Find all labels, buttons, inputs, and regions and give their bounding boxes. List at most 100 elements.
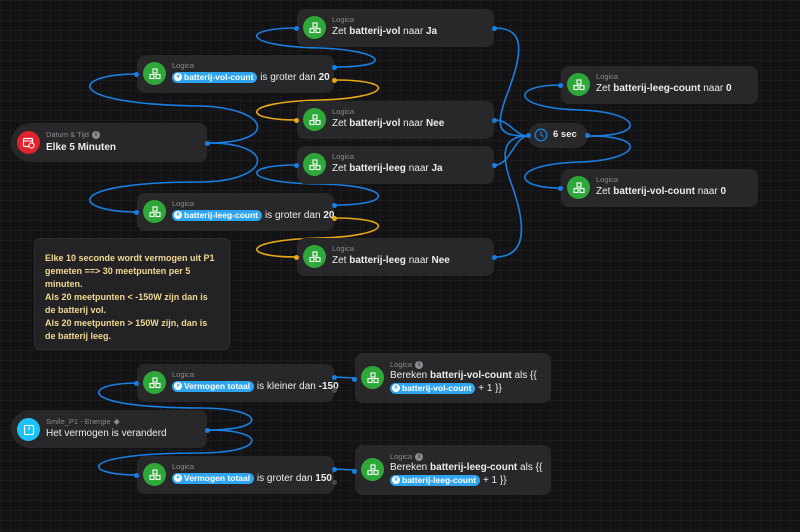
logic-blocks-icon (143, 463, 166, 486)
hash-icon: # (392, 384, 400, 393)
variable-tag[interactable]: #Vermogen totaal (172, 380, 255, 392)
card-kind: Logica (172, 462, 195, 471)
logic-blocks-icon (303, 245, 326, 268)
false-port[interactable] (332, 480, 337, 485)
trigger-kind: Smile_P1 - Energie◆ (46, 417, 120, 426)
true-port[interactable] (332, 375, 337, 380)
logic-blocks-icon (303, 153, 326, 176)
input-port[interactable] (294, 255, 299, 260)
output-port[interactable] (492, 26, 497, 31)
action-text: Zet batterij-leeg naar Nee (332, 255, 450, 266)
device-icon (17, 418, 40, 441)
input-port[interactable] (558, 186, 563, 191)
action-card[interactable]: Logica Zet batterij-vol naar Ja (294, 9, 497, 47)
logic-blocks-icon (303, 108, 326, 131)
calc-text-line1: Bereken batterij-leeg-count als {{ (390, 462, 543, 473)
action-text: Zet batterij-leeg naar Ja (332, 163, 443, 174)
hash-icon: # (392, 476, 400, 485)
input-port[interactable] (134, 210, 139, 215)
variable-tag[interactable]: #batterij-vol-count (172, 71, 258, 83)
tag-icon: ◆ (113, 417, 120, 426)
card-kind: Logica (332, 107, 355, 116)
input-port[interactable] (134, 381, 139, 386)
info-icon[interactable]: i (91, 130, 100, 139)
variable-tag[interactable]: #batterij-vol-count (390, 382, 476, 394)
logic-blocks-icon (143, 371, 166, 394)
input-port[interactable] (134, 473, 139, 478)
action-text: Zet batterij-vol naar Ja (332, 26, 438, 37)
action-text: Zet batterij-vol naar Nee (332, 118, 445, 129)
false-port[interactable] (332, 78, 337, 83)
note-card[interactable]: Elke 10 seconde wordt vermogen uit P1 ge… (34, 238, 230, 350)
calc-text-line2: #batterij-leeg-count + 1 }} (390, 474, 507, 488)
wire (494, 135, 529, 258)
true-port[interactable] (332, 203, 337, 208)
variable-tag[interactable]: #batterij-leeg-count (390, 474, 481, 486)
input-port[interactable] (294, 118, 299, 123)
logic-blocks-icon (361, 366, 384, 389)
action-card[interactable]: Logica Zet batterij-leeg-count naar 0 (558, 66, 758, 104)
condition-card[interactable]: Logica #batterij-vol-count is groter dan… (134, 55, 337, 93)
output-port[interactable] (205, 428, 210, 433)
card-kind: Logica (332, 244, 355, 253)
clock-icon (534, 128, 548, 142)
condition-card[interactable]: Logica #Vermogen totaal is kleiner dan -… (134, 364, 339, 402)
condition-text: #batterij-leeg-count is groter dan 20 (172, 209, 334, 223)
false-port[interactable] (332, 388, 337, 393)
hash-icon: # (174, 474, 182, 483)
true-port[interactable] (332, 467, 337, 472)
action-card[interactable]: Logica Zet batterij-leeg naar Nee (294, 238, 497, 276)
action-card[interactable]: Logica Zet batterij-vol-count naar 0 (558, 169, 758, 207)
logic-blocks-icon (361, 458, 384, 481)
trigger-title: Elke 5 Minuten (46, 142, 117, 153)
action-card[interactable]: Logica Zet batterij-leeg naar Ja (294, 146, 497, 184)
card-kind: Logica (172, 199, 195, 208)
action-card[interactable]: Logica Zet batterij-vol naar Nee (294, 101, 497, 139)
true-port[interactable] (332, 65, 337, 70)
wire (494, 27, 529, 137)
input-port[interactable] (134, 72, 139, 77)
condition-card[interactable]: Logica #Vermogen totaal is groter dan 15… (134, 456, 337, 494)
condition-text: #batterij-vol-count is groter dan 20 (172, 71, 330, 85)
output-port[interactable] (492, 255, 497, 260)
output-port[interactable] (492, 163, 497, 168)
output-port[interactable] (492, 118, 497, 123)
input-port[interactable] (352, 469, 357, 474)
condition-text: #Vermogen totaal is kleiner dan -150 (172, 380, 339, 394)
calc-text-line2: #batterij-vol-count + 1 }} (390, 382, 502, 396)
variable-tag[interactable]: #batterij-leeg-count (172, 209, 263, 221)
logic-blocks-icon (143, 200, 166, 223)
input-port[interactable] (294, 163, 299, 168)
condition-text: #Vermogen totaal is groter dan 150 (172, 472, 332, 486)
note-text: Elke 10 seconde wordt vermogen uit P1 ge… (45, 253, 215, 341)
output-port[interactable] (205, 141, 210, 146)
logic-blocks-icon (143, 62, 166, 85)
output-port[interactable] (585, 133, 590, 138)
card-kind: Logica (332, 15, 355, 24)
card-kind: Logica (596, 175, 619, 184)
wire (494, 119, 529, 137)
delay-label: 6 sec (553, 129, 577, 140)
false-port[interactable] (332, 216, 337, 221)
wire (494, 135, 529, 166)
logic-blocks-icon (567, 73, 590, 96)
info-icon[interactable]: i (415, 452, 424, 461)
calendar-clock-icon (17, 131, 40, 154)
info-icon[interactable]: i (415, 360, 424, 369)
input-port[interactable] (558, 83, 563, 88)
input-port[interactable] (294, 26, 299, 31)
action-text: Zet batterij-leeg-count naar 0 (596, 83, 732, 94)
condition-card[interactable]: Logica #batterij-leeg-count is groter da… (134, 193, 337, 231)
trigger-card-energy[interactable]: Smile_P1 - Energie◆ Het vermogen is vera… (11, 410, 210, 448)
card-kind: Logica (172, 61, 195, 70)
input-port[interactable] (352, 377, 357, 382)
input-port[interactable] (526, 133, 531, 138)
variable-tag[interactable]: #Vermogen totaal (172, 472, 255, 484)
delay-card[interactable]: 6 sec (526, 123, 590, 148)
